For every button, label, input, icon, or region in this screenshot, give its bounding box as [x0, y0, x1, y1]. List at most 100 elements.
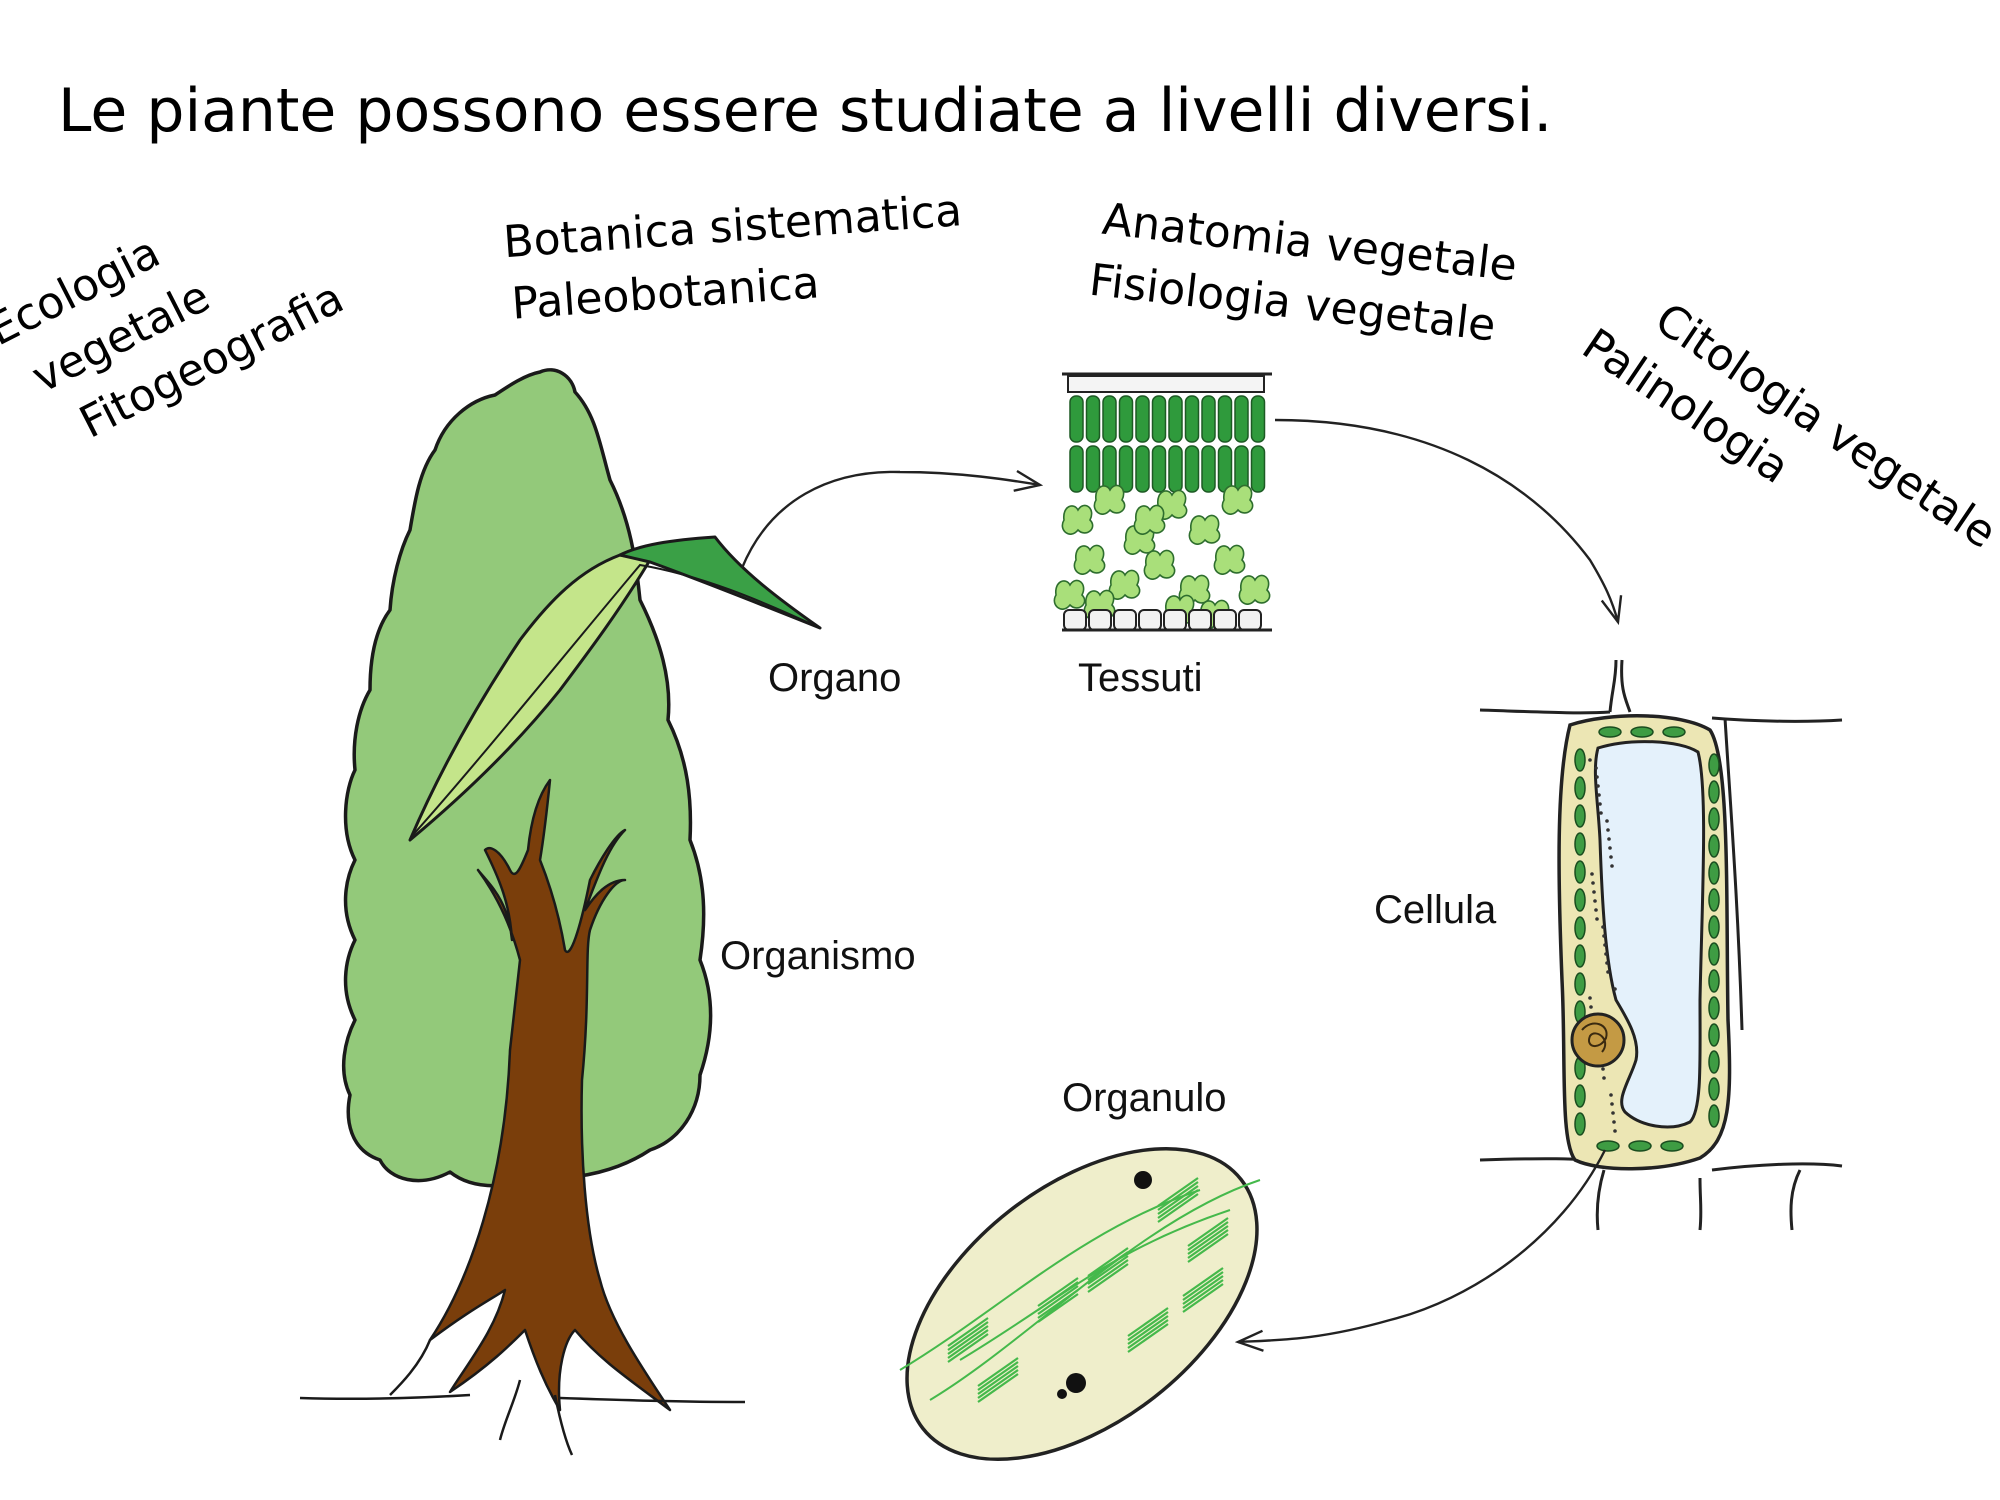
epidermis-cell: [1138, 609, 1162, 631]
nucleus-chromatin: [1581, 1022, 1608, 1053]
palisade-cells: [1069, 395, 1266, 493]
epidermis-cell: [1163, 609, 1187, 631]
thylakoid-line: [947, 1321, 989, 1351]
cytoplasm-granules: [1588, 758, 1617, 1133]
palisade-cell: [1217, 395, 1233, 443]
chloroplast: [1660, 1140, 1684, 1152]
palisade-cell: [1135, 395, 1150, 443]
palisade-cell: [1201, 445, 1216, 493]
thylakoid-line: [1157, 1193, 1199, 1223]
arrow-tissue-to-cell: [1274, 418, 1618, 622]
granule: [1603, 943, 1607, 947]
chloroplast: [1708, 1104, 1720, 1128]
palisade-cell: [1069, 395, 1084, 443]
palisade-cell: [1102, 445, 1117, 493]
chloroplast: [1708, 834, 1720, 858]
cell-walls: [1479, 659, 1843, 1231]
thylakoid-line: [1157, 1181, 1199, 1211]
palisade-cell: [1168, 395, 1183, 443]
granule: [1589, 1005, 1593, 1009]
thylakoid-line: [1182, 1283, 1224, 1313]
chloroplast: [1708, 1077, 1720, 1101]
plastoglobule-small: [1057, 1389, 1067, 1399]
thylakoid-line: [1187, 1225, 1229, 1255]
granule: [1608, 846, 1612, 850]
label-tessuti: Tessuti: [1078, 656, 1203, 700]
thylakoid-line: [1087, 1255, 1129, 1285]
thylakoid-line: [977, 1373, 1019, 1403]
chloroplast: [1708, 915, 1720, 939]
palisade-cell: [1069, 445, 1084, 493]
leaf-midrib: [411, 563, 821, 837]
spongy-cell: [1238, 574, 1271, 605]
chloroplast: [1574, 1112, 1586, 1136]
thylakoid-line: [1127, 1311, 1169, 1341]
thylakoid-line: [1127, 1323, 1169, 1353]
chloroplast: [1574, 776, 1586, 800]
thylakoid-line: [1127, 1307, 1169, 1337]
chloroplast: [1574, 1084, 1586, 1108]
chloroplast: [1662, 726, 1686, 738]
thylakoid-line: [1187, 1221, 1229, 1251]
palisade-cell: [1184, 445, 1200, 493]
granule: [1602, 1076, 1606, 1080]
granule: [1602, 934, 1606, 938]
palisade-cell: [1085, 395, 1101, 443]
granule: [1605, 819, 1609, 823]
palisade-cell: [1201, 395, 1216, 443]
stroma-lamella: [959, 1209, 1231, 1361]
granule: [1591, 881, 1595, 885]
spongy-cells: [1053, 484, 1271, 630]
granule: [1588, 996, 1592, 1000]
granule: [1611, 1111, 1615, 1115]
stroma-lamella: [899, 1189, 1201, 1371]
thylakoid-line: [1157, 1185, 1199, 1215]
palisade-cell: [1234, 395, 1249, 443]
vacuole: [1593, 740, 1706, 1129]
granule: [1593, 899, 1597, 903]
chloroplast: [1708, 942, 1720, 966]
palisade-cell: [1085, 445, 1101, 493]
granule: [1595, 775, 1599, 779]
thylakoid-line: [977, 1369, 1019, 1399]
thylakoid-line: [1187, 1217, 1229, 1247]
spongy-cell: [1093, 484, 1126, 515]
label-cellula: Cellula: [1374, 888, 1497, 932]
chloroplast: [1574, 804, 1586, 828]
chloroplast: [1708, 1023, 1720, 1047]
spongy-cell: [1073, 544, 1106, 575]
palisade-cell: [1168, 445, 1183, 493]
granule: [1594, 766, 1598, 770]
granule: [1599, 811, 1603, 815]
chloroplast: [1598, 726, 1622, 738]
spongy-cell: [1213, 544, 1246, 575]
nucleus: [1570, 1012, 1626, 1068]
thylakoid-line: [1157, 1177, 1199, 1207]
chloroplast: [1574, 860, 1586, 884]
thylakoid-line: [1037, 1285, 1079, 1315]
granule: [1595, 917, 1599, 921]
chloroplast: [1574, 916, 1586, 940]
epidermis-cell: [1063, 609, 1087, 631]
palisade-cell: [1135, 445, 1150, 493]
granule: [1606, 970, 1610, 974]
palisade-cell: [1217, 445, 1233, 493]
granule: [1601, 925, 1605, 929]
chloroplast: [1708, 996, 1720, 1020]
stroma-lamella: [929, 1179, 1261, 1401]
thylakoid-line: [1157, 1189, 1199, 1219]
thylakoid-stacks: [899, 1177, 1261, 1403]
thylakoid-line: [947, 1325, 989, 1355]
palisade-cell: [1250, 445, 1266, 493]
thylakoid-line: [1182, 1267, 1224, 1297]
epidermis-cell: [1213, 609, 1237, 631]
granule: [1613, 1129, 1617, 1133]
tissue-cross-section: [1053, 372, 1272, 632]
thylakoid-line: [1127, 1319, 1169, 1349]
granule: [1604, 952, 1608, 956]
thylakoid-line: [1087, 1247, 1129, 1277]
thylakoid-line: [1182, 1275, 1224, 1305]
chloroplast: [1574, 944, 1586, 968]
